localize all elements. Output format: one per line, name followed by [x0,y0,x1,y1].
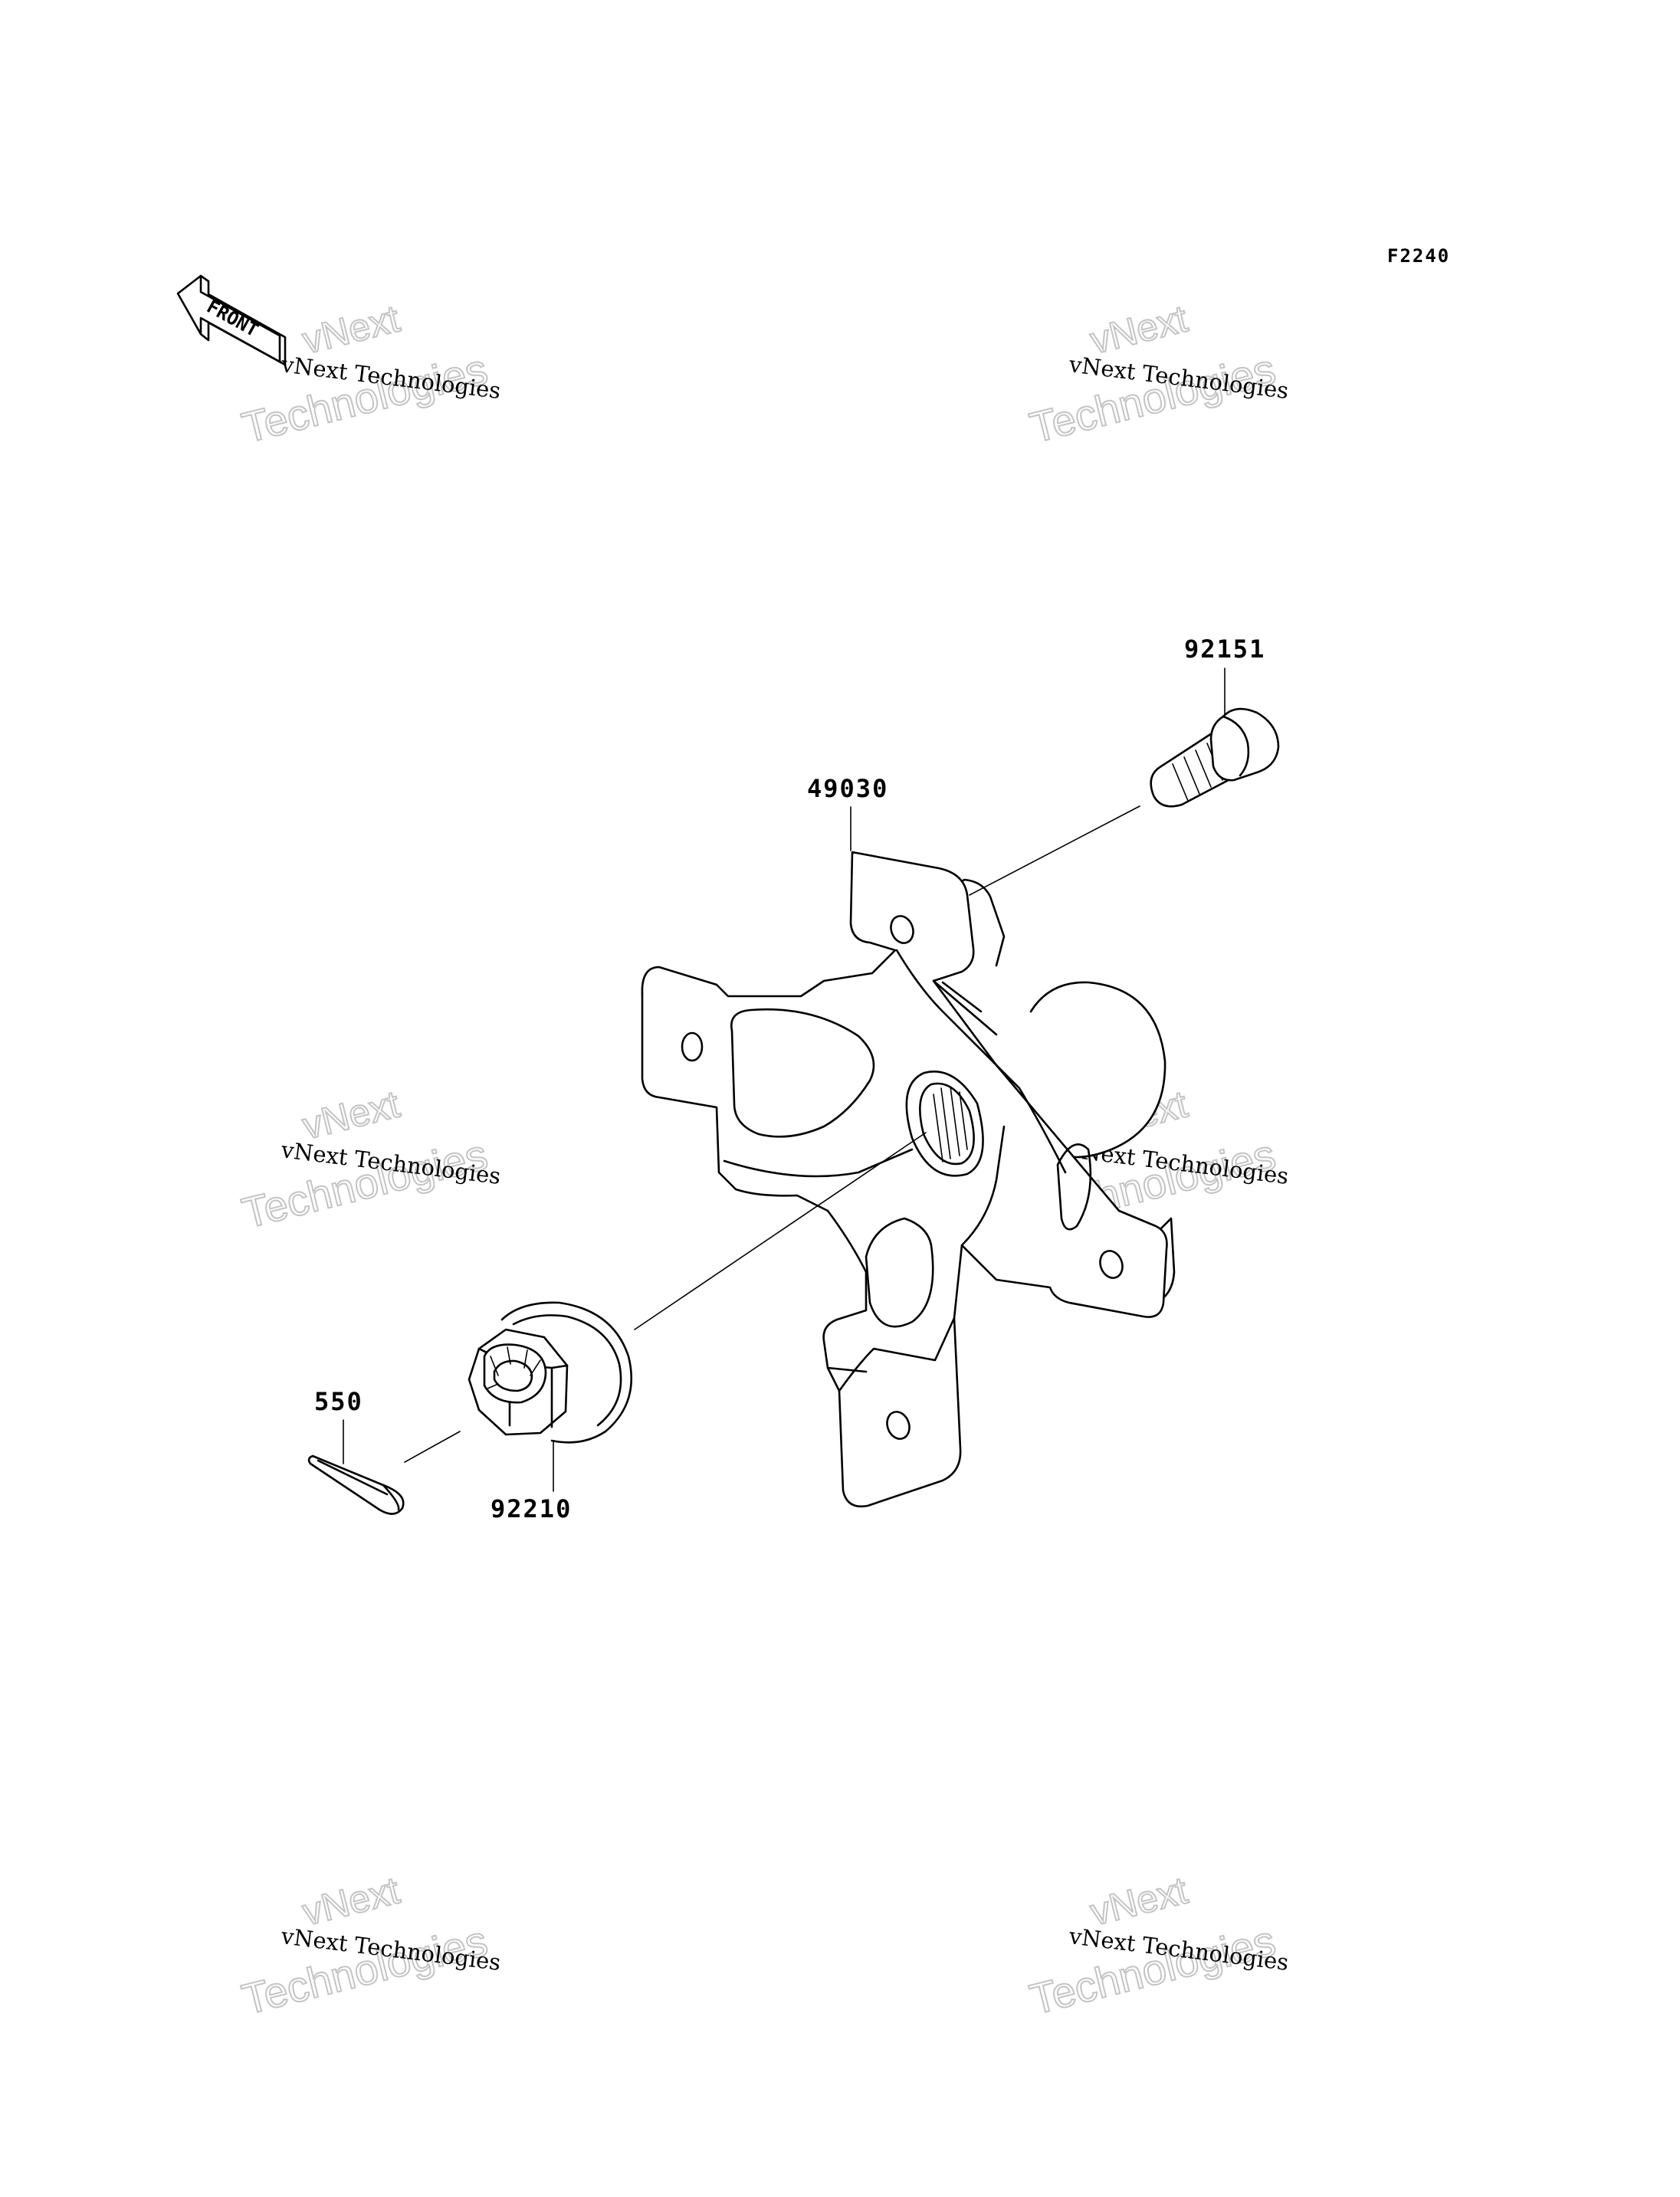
castle-nut-92210-icon [468,1301,633,1444]
cotter-pin-550-icon [307,1454,405,1515]
figure-code: F2240 [1387,245,1450,267]
hub-49030-icon [641,851,1176,1508]
svg-text:vNext: vNext [1086,1868,1192,1933]
leader-hub-to-nut [634,1132,927,1330]
part-number-92151: 92151 [1184,635,1265,664]
svg-text:vNext: vNext [298,1868,404,1933]
leader-bolt-to-hub [969,805,1140,896]
part-number-550: 550 [314,1387,363,1416]
watermark-top-left: vNext Technologies vNext Technologies [237,296,503,452]
svg-text:vNext: vNext [1086,297,1192,362]
part-number-49030: 49030 [807,774,888,803]
part-number-92210: 92210 [491,1494,572,1523]
watermark-top-right: vNext Technologies vNext Technologies [1025,296,1291,452]
svg-text:vNext: vNext [298,297,404,362]
watermark-middle-left: vNext Technologies vNext Technologies [237,1081,503,1238]
watermark-bottom-right: vNext Technologies vNext Technologies [1025,1867,1291,2024]
bolt-92151-icon [1150,707,1280,808]
front-arrow-icon: FRONT [176,274,287,366]
watermark-bottom-left: vNext Technologies vNext Technologies [237,1867,503,2024]
leader-nut-to-pin [404,1431,461,1463]
svg-text:vNext: vNext [298,1082,404,1147]
